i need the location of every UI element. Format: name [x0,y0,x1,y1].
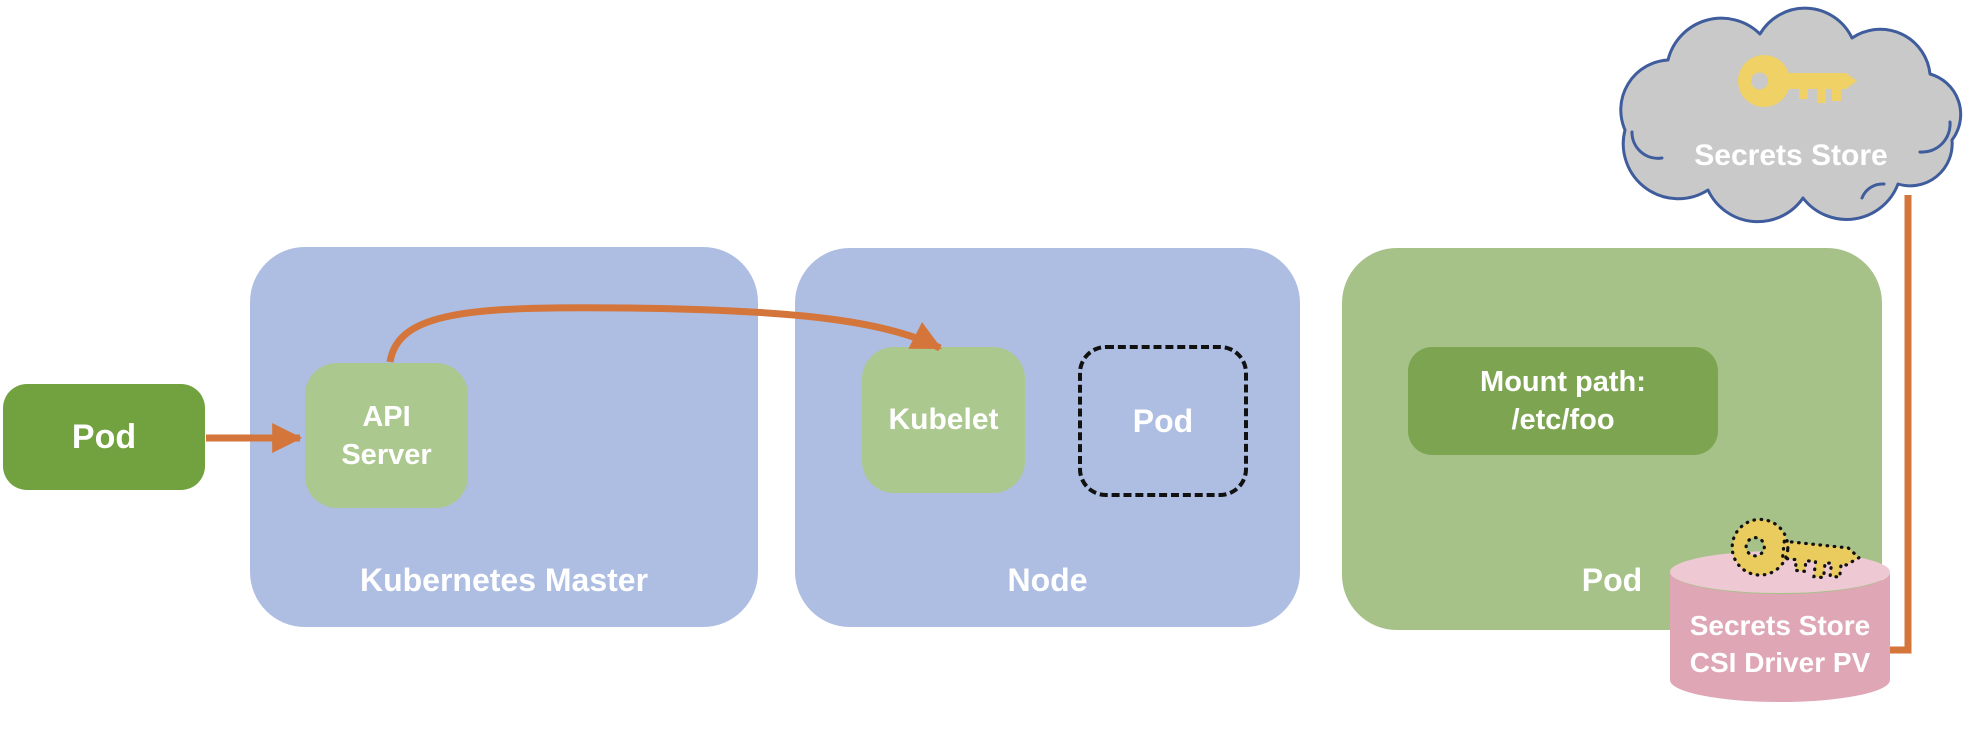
api-server-label-line1: API [362,400,411,433]
pod-placeholder-label: Pod [1132,402,1194,439]
cloud-inner-arc-bottom [1860,182,1886,200]
kubernetes-master-label: Kubernetes Master [359,562,649,598]
mount-path-box: Mount path: /etc/foo [1408,347,1718,455]
api-server-box: API Server [305,363,468,508]
pod-left-label: Pod [71,417,137,456]
mount-path-line2: /etc/foo [1511,404,1615,436]
csi-driver-pv-label-line1: Secrets Store [1689,610,1871,641]
kubelet-label: Kubelet [888,403,999,436]
kubelet-box: Kubelet [862,347,1025,493]
cloud-shape [1619,6,1963,224]
mount-path-line1: Mount path: [1480,366,1646,398]
key-icon [1738,55,1857,107]
pod-box-left: Pod [3,384,205,490]
cloud-to-pv-connector [1883,195,1912,654]
pod-placeholder-dashed-box: Pod [1078,345,1248,497]
pod-right-label: Pod [1581,562,1643,598]
api-server-label-line2: Server [341,438,432,471]
node-label: Node [1007,562,1088,598]
secrets-store-cloud-label: Secrets Store [1694,139,1888,172]
csi-driver-pv-label: Secrets Store CSI Driver PV [1672,607,1888,681]
csi-driver-pv-label-line2: CSI Driver PV [1689,647,1871,678]
secrets-store-cloud [1619,6,1963,224]
